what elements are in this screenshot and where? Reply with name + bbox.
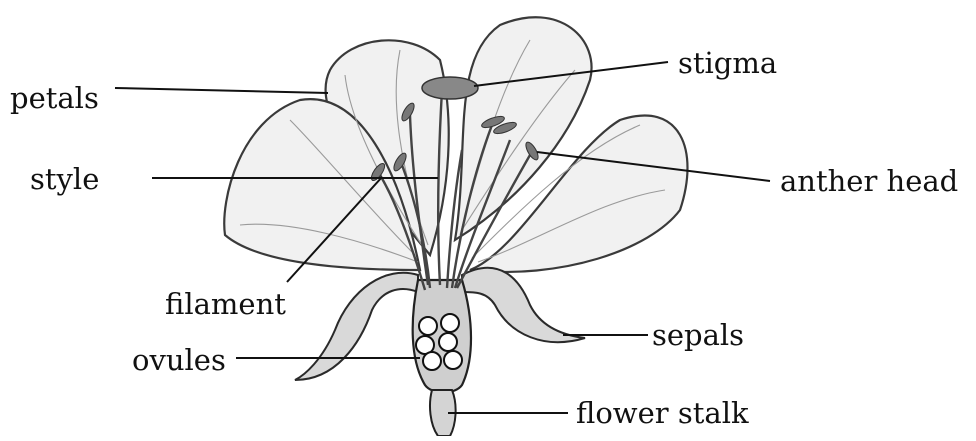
sepal-right [462, 268, 585, 342]
ovule [441, 314, 459, 332]
label-petals: petals [10, 81, 99, 115]
stigma-shape [422, 77, 478, 99]
ovule [444, 351, 462, 369]
label-stigma: stigma [678, 46, 777, 80]
label-anther-head: anther head [780, 164, 958, 198]
label-style: style [30, 162, 99, 196]
sepal-left [295, 273, 418, 380]
ovule [423, 352, 441, 370]
label-filament: filament [165, 287, 286, 321]
ovule [439, 333, 457, 351]
leader-petals [115, 88, 328, 93]
label-ovules: ovules [132, 343, 226, 377]
ovule [419, 317, 437, 335]
petals-group [224, 17, 687, 272]
label-flower-stalk: flower stalk [576, 396, 749, 430]
label-sepals: sepals [652, 318, 744, 352]
